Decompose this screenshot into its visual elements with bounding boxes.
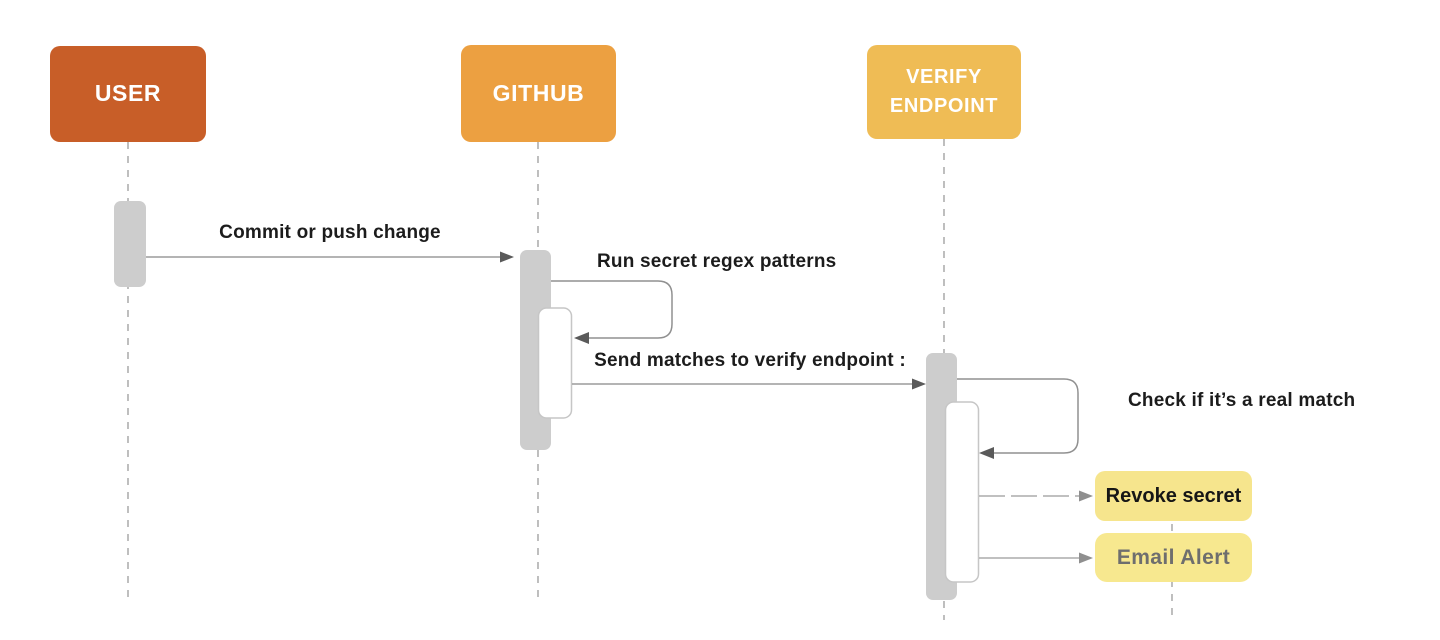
message-label-commit-or-push: Commit or push change [219, 222, 441, 243]
actor-box-github[interactable]: GITHUB [461, 45, 616, 142]
note-box-email-alert[interactable]: Email Alert [1095, 533, 1252, 582]
arrowhead-right-icon [1079, 552, 1093, 564]
actor-label-verify-endpoint: VERIFY ENDPOINT [889, 66, 999, 117]
arrowhead-right-icon [1079, 490, 1093, 502]
arrow-send-matches [572, 378, 926, 390]
message-label-check-real-match: Check if it’s a real match [1128, 390, 1356, 411]
arrow-commit-or-push [146, 251, 514, 263]
activation-bar-user [114, 201, 146, 287]
actor-label-user: USER [94, 80, 162, 107]
message-label-run-secret-regex: Run secret regex patterns [597, 251, 837, 272]
arrow-email-alert [979, 552, 1093, 564]
actor-box-verify-endpoint[interactable]: VERIFY ENDPOINT [867, 45, 1021, 139]
arrowhead-right-icon [912, 378, 926, 390]
note-box-revoke-secret[interactable]: Revoke secret [1095, 471, 1252, 521]
self-loop-github [551, 280, 673, 344]
arrow-revoke-secret [979, 490, 1093, 502]
arrowhead-left-icon [979, 447, 994, 459]
arrowhead-left-icon [574, 332, 589, 344]
note-label-email-alert: Email Alert [1116, 545, 1231, 569]
actor-box-user[interactable]: USER [50, 46, 206, 142]
actor-label-github: GITHUB [492, 79, 585, 106]
nested-activation-bar-verify-endpoint [944, 401, 980, 583]
nested-activation-bar-github [537, 307, 573, 419]
self-loop-verify-endpoint [957, 378, 1079, 459]
note-label-revoke-secret: Revoke secret [1105, 484, 1242, 507]
arrowhead-right-icon [500, 251, 514, 263]
message-label-send-matches: Send matches to verify endpoint : [594, 350, 906, 371]
